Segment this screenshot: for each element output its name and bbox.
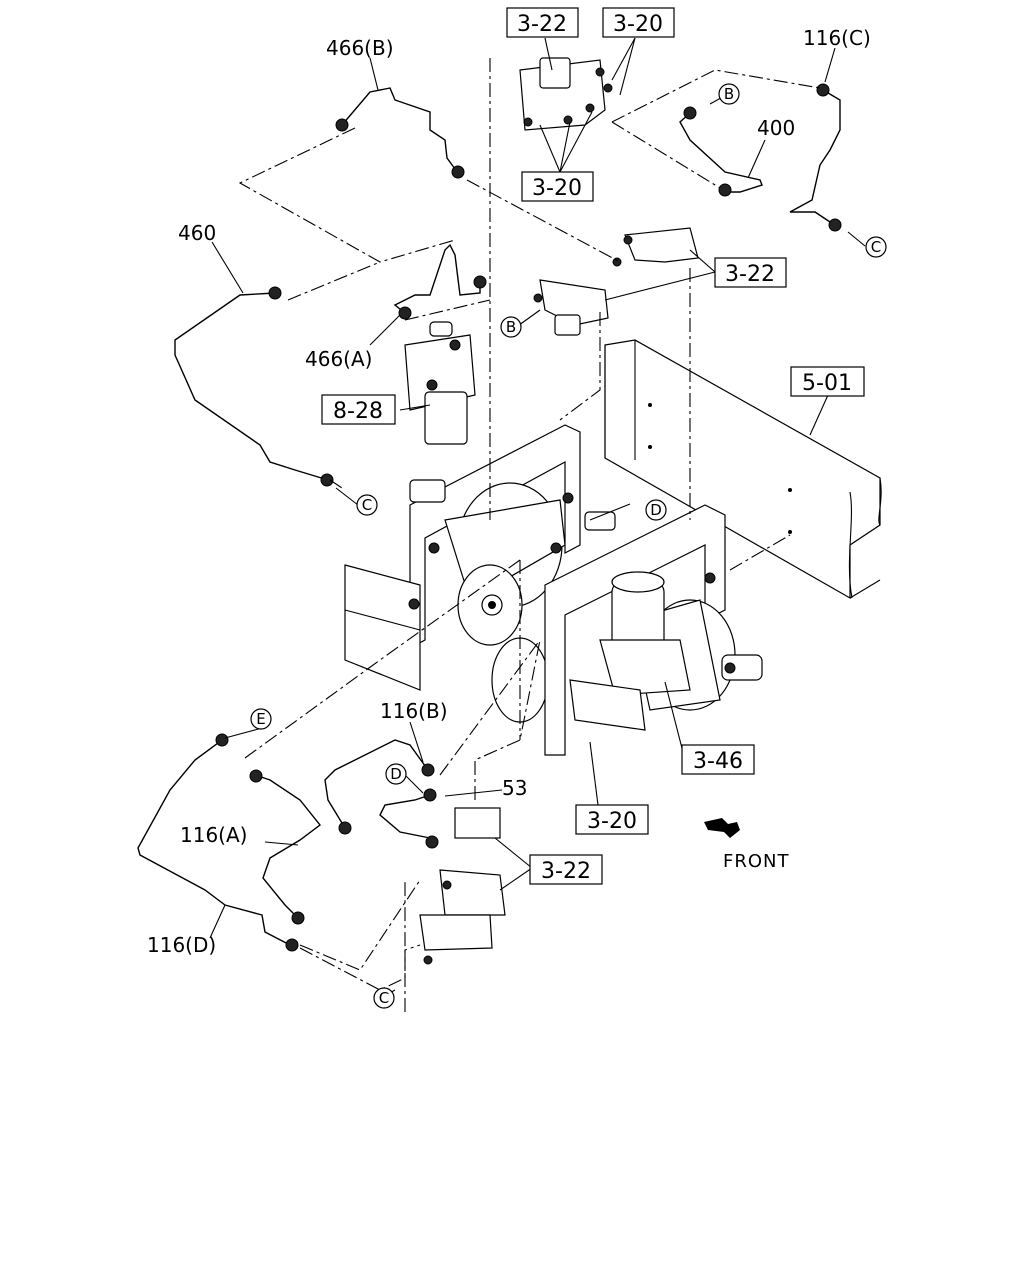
circled-references: B C B C D E D C: [250, 83, 887, 1009]
ref-c-2: C: [362, 496, 372, 514]
ref-c-3: C: [379, 989, 389, 1007]
boxed-references: 3-22 3-20 3-20 3-22 5-01 8-28 3-46 3-20 …: [321, 7, 865, 885]
pipe-400: [679, 106, 763, 197]
routing-lines: [238, 58, 821, 1012]
box-3-20-mid: 3-20: [532, 176, 582, 201]
ref-c-1: C: [871, 238, 881, 256]
pipe-116b: [324, 739, 435, 835]
valve-unit-8-28: [404, 321, 476, 445]
front-arrow-icon: [704, 818, 740, 838]
front-label: FRONT: [723, 851, 790, 872]
ref-d-1: D: [650, 501, 662, 519]
pipe-53: [379, 788, 439, 849]
valve-top: [519, 57, 613, 131]
box-3-20-top: 3-20: [613, 12, 663, 37]
front-indicator: FRONT: [704, 818, 790, 872]
box-3-46: 3-46: [693, 749, 743, 774]
pipe-466b: [335, 87, 465, 179]
frame-rail: [604, 339, 882, 600]
pipe-460: [174, 286, 334, 487]
box-3-22-top: 3-22: [517, 12, 567, 37]
part-labels: 466(B) 460 466(A) 116(C) 400 116(B) 53 1…: [147, 26, 871, 957]
ref-d-2: D: [390, 765, 402, 783]
box-8-28: 8-28: [333, 399, 383, 424]
label-116b: 116(B): [380, 699, 448, 723]
label-116a: 116(A): [180, 823, 247, 847]
label-116c: 116(C): [803, 26, 871, 50]
pipe-116c: [789, 83, 842, 232]
ref-e: E: [256, 710, 265, 728]
label-460: 460: [178, 221, 216, 245]
label-466b: 466(B): [326, 36, 394, 60]
box-5-01: 5-01: [802, 371, 852, 396]
label-400: 400: [757, 116, 795, 140]
valve-lower: [419, 807, 506, 965]
pipe-116a: [249, 769, 321, 925]
pipe-116d: [137, 733, 299, 952]
label-53: 53: [502, 776, 527, 800]
box-3-22-right: 3-22: [725, 262, 775, 287]
box-3-20-low: 3-20: [587, 809, 637, 834]
pipe-466a: [393, 243, 487, 320]
box-3-22-low: 3-22: [541, 859, 591, 884]
label-466a: 466(A): [305, 347, 372, 371]
valve-mid-right: [612, 227, 699, 267]
ref-b-1: B: [724, 85, 734, 103]
valve-mid-left: [533, 279, 609, 336]
air-tank-bracket-assembly: [344, 424, 763, 756]
ref-b-2: B: [506, 318, 516, 336]
label-116d: 116(D): [147, 933, 216, 957]
